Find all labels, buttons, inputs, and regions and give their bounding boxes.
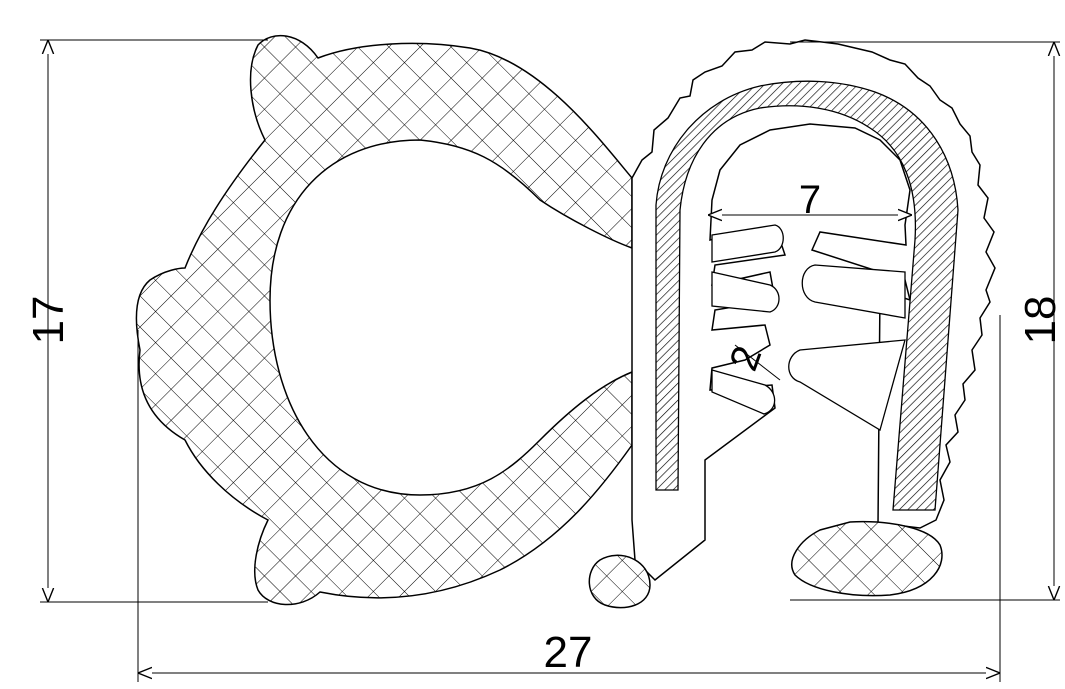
dim-label-inner: 7 <box>799 178 821 222</box>
fin-mid-left <box>711 271 780 313</box>
dim-label-left: 17 <box>24 296 73 345</box>
dim-label-bottom: 27 <box>544 628 593 677</box>
fin-upper-right <box>801 264 906 319</box>
lip-right <box>791 520 943 597</box>
fin-lower-left <box>711 369 776 415</box>
dim-label-right: 18 <box>1016 296 1065 345</box>
bulb-seal <box>135 34 633 606</box>
fin-upper-left <box>711 224 784 263</box>
metal-insert <box>655 80 959 511</box>
bead-left <box>588 554 651 609</box>
dim-leader-fin <box>734 344 781 381</box>
fin-lower-right <box>788 339 906 431</box>
